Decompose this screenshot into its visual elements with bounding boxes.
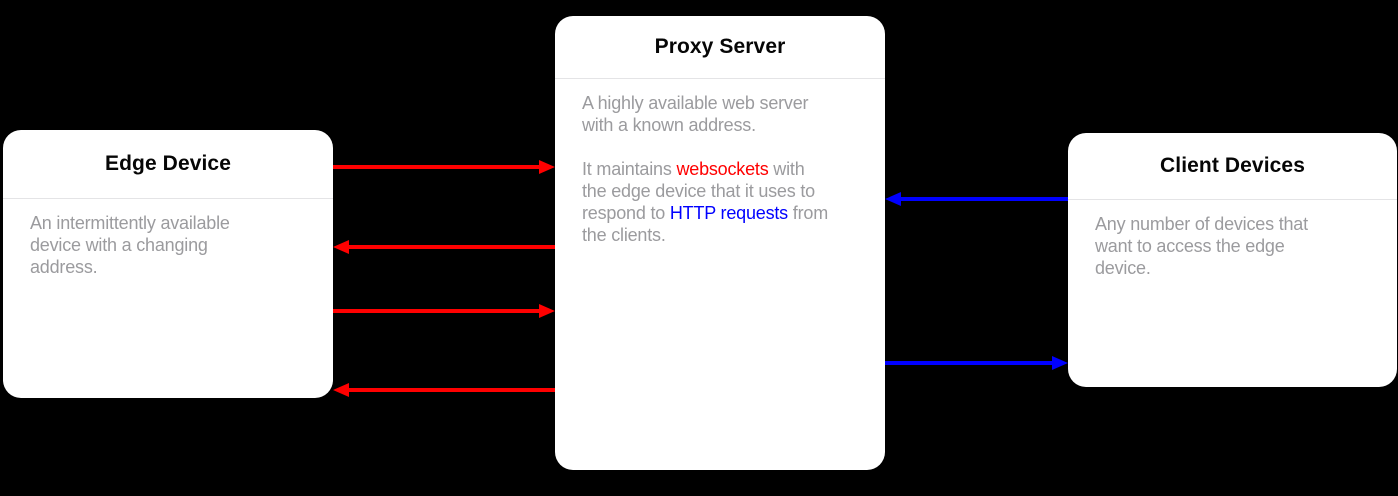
description-line: respond to HTTP requests from bbox=[582, 203, 828, 223]
proxy-server-paragraph-2: It maintains websockets with the edge de… bbox=[582, 158, 859, 246]
proxy-server-title: Proxy Server bbox=[654, 35, 786, 58]
websocket-arrow-proxy-to-edge-1 bbox=[333, 240, 555, 254]
http-arrow-proxy-to-client bbox=[885, 356, 1068, 370]
websockets-highlight: websockets bbox=[676, 159, 769, 179]
description-line: A highly available web server bbox=[582, 93, 809, 113]
edge-device-box: Edge Device An intermittently available … bbox=[3, 130, 333, 398]
box-divider bbox=[3, 198, 333, 199]
proxy-server-paragraph-1: A highly available web server with a kno… bbox=[582, 92, 859, 136]
arrowhead-left-icon bbox=[885, 192, 901, 206]
proxy-server-title-bar: Proxy Server bbox=[555, 16, 885, 78]
description-line: the clients. bbox=[582, 225, 666, 245]
box-divider bbox=[555, 78, 885, 79]
edge-device-title: Edge Device bbox=[105, 152, 231, 175]
http-arrow-client-to-proxy bbox=[885, 192, 1068, 206]
client-devices-box: Client Devices Any number of devices tha… bbox=[1068, 133, 1397, 387]
description-line: want to access the edge bbox=[1095, 236, 1285, 256]
edge-device-title-bar: Edge Device bbox=[3, 130, 333, 198]
description-line: An intermittently available bbox=[30, 213, 230, 233]
http-requests-highlight: HTTP requests bbox=[669, 203, 788, 223]
description-line: with a known address. bbox=[582, 115, 756, 135]
websocket-arrow-proxy-to-edge-2 bbox=[333, 383, 555, 397]
arrowhead-right-icon bbox=[539, 160, 555, 174]
arrowhead-left-icon bbox=[333, 240, 349, 254]
description-line: device. bbox=[1095, 258, 1151, 278]
description-line: device with a changing bbox=[30, 235, 208, 255]
client-devices-title-bar: Client Devices bbox=[1068, 133, 1397, 199]
box-divider bbox=[1068, 199, 1397, 200]
arrowhead-left-icon bbox=[333, 383, 349, 397]
arrowhead-right-icon bbox=[539, 304, 555, 318]
client-devices-description: Any number of devices that want to acces… bbox=[1068, 200, 1397, 279]
websocket-arrow-edge-to-proxy-2 bbox=[333, 304, 555, 318]
description-line: the edge device that it uses to bbox=[582, 181, 815, 201]
description-line: Any number of devices that bbox=[1095, 214, 1308, 234]
edge-device-description: An intermittently available device with … bbox=[3, 199, 333, 278]
proxy-server-box: Proxy Server A highly available web serv… bbox=[555, 16, 885, 470]
client-devices-title: Client Devices bbox=[1160, 154, 1305, 177]
websocket-arrow-edge-to-proxy-1 bbox=[333, 160, 555, 174]
description-line: address. bbox=[30, 257, 98, 277]
description-line: It maintains websockets with bbox=[582, 159, 805, 179]
arrowhead-right-icon bbox=[1052, 356, 1068, 370]
proxy-server-description: A highly available web server with a kno… bbox=[555, 79, 885, 246]
